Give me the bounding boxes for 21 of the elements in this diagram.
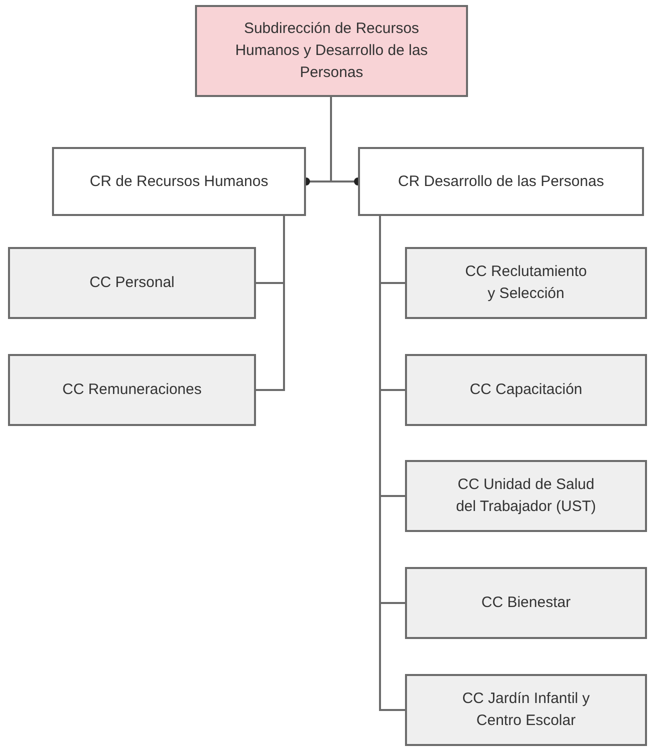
unit-box <box>52 147 306 216</box>
unit-name: CC Unidad de Salud del Trabajador (UST) <box>454 475 598 517</box>
connector-line <box>256 216 285 391</box>
unit-box <box>8 247 256 319</box>
unit-name: CC Bienestar <box>481 593 571 614</box>
unit-box <box>405 674 647 746</box>
unit-name: CR Desarrollo de las Personas <box>398 172 604 192</box>
unit-name: CC Personal <box>89 273 175 294</box>
unit-name: CC Remuneraciones <box>62 380 202 400</box>
unit-box <box>405 247 647 319</box>
unit-box <box>405 460 647 532</box>
unit-name: CC Reclutamiento y Selección <box>464 262 588 304</box>
unit-name: CC Capacitación <box>470 380 582 400</box>
unit-box <box>358 147 644 216</box>
title-box <box>195 5 468 97</box>
unit-name: Subdirección de Recursos Humanos y Desarrollo de las Personas <box>234 19 429 83</box>
unit-box <box>405 567 647 639</box>
unit-box <box>405 354 647 426</box>
unit-box <box>8 354 256 426</box>
unit-name: CC Jardín Infantil y Centro Escolar <box>461 689 591 731</box>
unit-name: CR de Recursos Humanos <box>90 172 268 192</box>
